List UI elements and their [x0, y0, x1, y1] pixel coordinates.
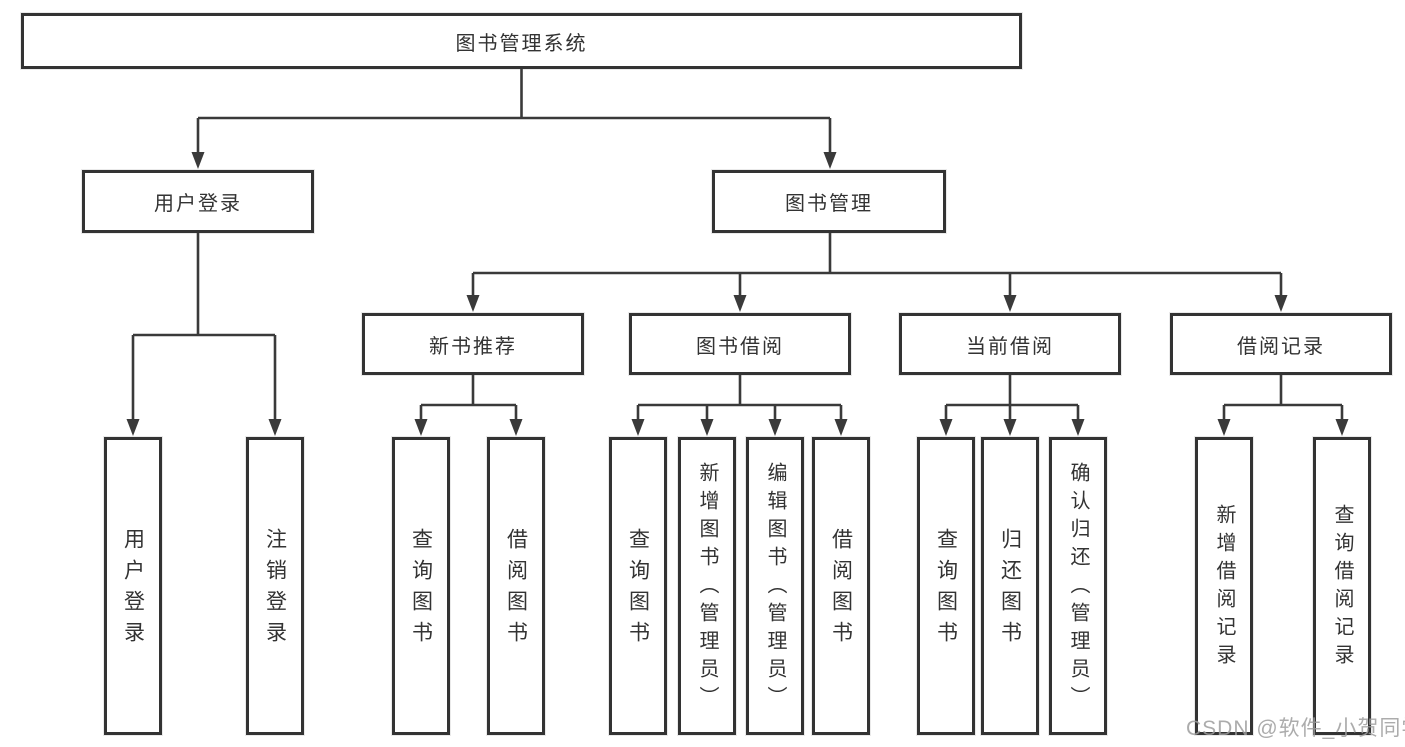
leaf-br-query-record: 查询借阅记录	[1313, 437, 1371, 735]
leaf-cb-query-books: 查询图书	[917, 437, 975, 735]
leaf-cb-return-books: 归还图书	[981, 437, 1039, 735]
leaf-cb-confirm-return-admin: 确认归还（管理员）	[1049, 437, 1107, 735]
leaf-bb-edit-books-admin: 编辑图书（管理员）	[746, 437, 804, 735]
leaf-rec-borrow-books: 借阅图书	[487, 437, 545, 735]
node-user-login: 用户登录	[82, 170, 314, 233]
node-book-borrowing: 图书借阅	[629, 313, 851, 375]
leaf-bb-borrow-books: 借阅图书	[812, 437, 870, 735]
leaf-logout: 注销登录	[246, 437, 304, 735]
node-new-book-recommend: 新书推荐	[362, 313, 584, 375]
leaf-rec-query-books: 查询图书	[392, 437, 450, 735]
node-library-management-system: 图书管理系统	[21, 13, 1022, 69]
node-book-management: 图书管理	[712, 170, 946, 233]
leaf-bb-add-books-admin: 新增图书（管理员）	[678, 437, 736, 735]
arrowheads	[126, 152, 1349, 436]
node-borrowing-records: 借阅记录	[1170, 313, 1392, 375]
csdn-watermark: CSDN @软件_小贺同学	[1186, 717, 1405, 740]
leaf-user-login: 用户登录	[104, 437, 162, 735]
leaf-br-add-record: 新增借阅记录	[1195, 437, 1253, 735]
leaf-bb-query-books: 查询图书	[609, 437, 667, 735]
node-current-borrowing: 当前借阅	[899, 313, 1121, 375]
